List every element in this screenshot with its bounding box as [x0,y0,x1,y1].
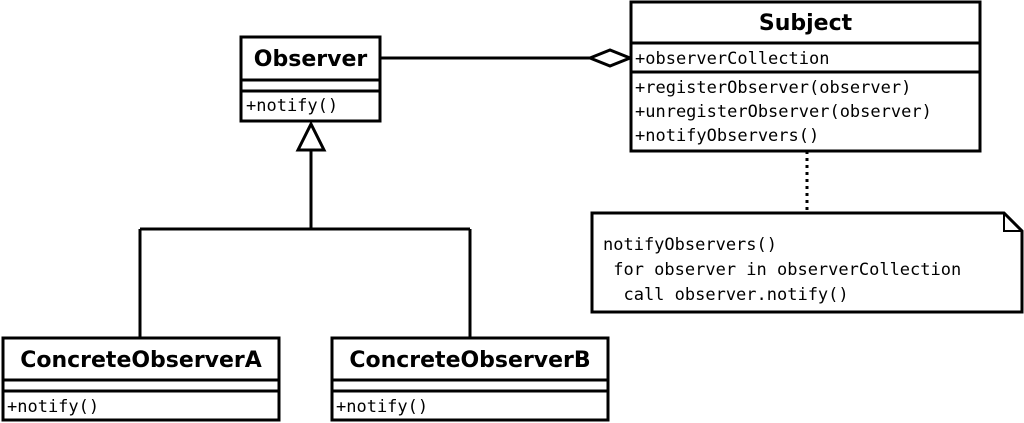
class-concrete-observer-b-name: ConcreteObserverB [349,348,590,373]
note-line: call observer.notify() [603,285,849,305]
class-observer: Observer +notify() [239,35,382,123]
class-subject-operation: +unregisterObserver(observer) [635,102,932,122]
note-shape [590,211,1024,314]
class-concrete-observer-b-operation: +notify() [336,397,428,417]
class-subject: Subject +observerCollection +registerObs… [629,0,982,153]
class-subject-operation: +notifyObservers() [635,126,819,146]
note-line: notifyObservers() [603,235,777,255]
note: notifyObservers() for observer in observ… [590,211,1024,314]
class-concrete-observer-a-name: ConcreteObserverA [20,348,262,373]
note-line: for observer in observerCollection [603,260,961,280]
class-subject-attribute: +observerCollection [635,49,829,69]
class-subject-name: Subject [759,11,853,36]
class-subject-box [629,0,982,153]
note-fold [1003,213,1022,232]
class-concrete-observer-a-operation: +notify() [7,397,99,417]
class-observer-operation: +notify() [246,96,338,116]
class-concrete-observer-b: ConcreteObserverB +notify() [330,336,610,422]
class-observer-name: Observer [254,47,368,72]
class-concrete-observer-a: ConcreteObserverA +notify() [1,336,281,422]
inheritance-triangle [295,120,327,152]
class-subject-operation: +registerObserver(observer) [635,78,911,98]
aggregation-diamond [585,48,635,68]
